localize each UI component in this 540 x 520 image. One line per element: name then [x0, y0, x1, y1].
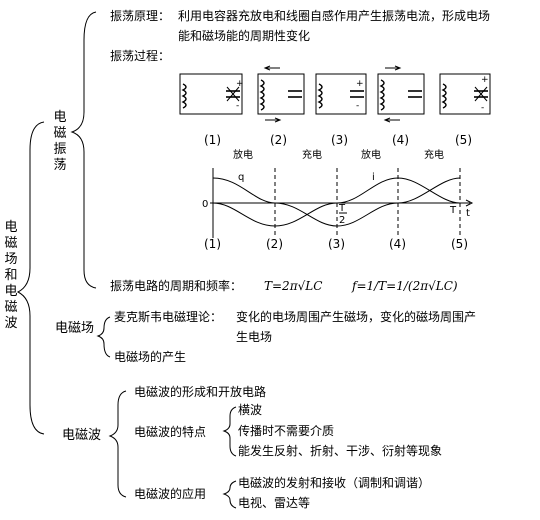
wave-applications-title: 电磁波的应用 [134, 487, 207, 501]
graph-stage-1: (1) [204, 237, 221, 251]
period-formula: T=2π√LC [264, 279, 323, 293]
svg-text:+: + [356, 79, 364, 89]
wave-application-1: 电磁波的发射和接收（调制和调谐） [238, 476, 431, 490]
oscillation-brace [70, 11, 97, 289]
wave-feature-2: 传播时不需要介质 [238, 424, 335, 438]
svg-text:+: + [236, 79, 244, 89]
principle-line-2: 能和磁场能的周期性变化 [178, 29, 311, 43]
i-curve-label: i [372, 172, 375, 183]
principle-label: 振荡原理： [110, 9, 171, 23]
stage-number-4: (4) [392, 133, 409, 147]
svg-text:-: - [236, 101, 239, 111]
graph-stage-5: (5) [451, 237, 468, 251]
main-brace [16, 121, 45, 435]
circuit-4 [377, 65, 425, 123]
period-mark-label: T [450, 205, 457, 216]
maxwell-label: 麦克斯韦电磁理论： [114, 310, 223, 324]
stage-number-3: (3) [331, 133, 348, 147]
oscillation-title: 电磁振荡 [53, 110, 67, 173]
wave-application-2: 电视、雷达等 [238, 496, 311, 510]
graph-stage-2: (2) [266, 237, 283, 251]
circuit-1 [179, 73, 243, 115]
graph-stage-4: (4) [389, 237, 406, 251]
wave-formation: 电磁波的形成和开放电路 [134, 385, 267, 399]
process-label: 振荡过程： [110, 49, 171, 63]
q-curve-label: q [238, 172, 245, 183]
wave-features-title: 电磁波的特点 [134, 425, 207, 439]
time-axis-label: t [466, 208, 470, 219]
circuit-5 [439, 73, 491, 115]
stage-state-1: 放电 [233, 150, 253, 161]
period-frequency-label: 振荡电路的周期和频率： [110, 279, 243, 293]
field-brace [96, 316, 111, 358]
stage-number-2: (2) [270, 133, 287, 147]
maxwell-line-2: 生电场 [236, 330, 273, 344]
feature-brace [222, 406, 237, 457]
svg-text:-: - [481, 103, 484, 113]
circuit-3 [315, 73, 367, 115]
stage-state-2: 充电 [302, 150, 322, 161]
stage-state-3: 放电 [361, 150, 381, 161]
principle-line-1: 利用电容器充放电和线圈自感作用产生振荡电流，形成电场 [178, 9, 491, 23]
half-period-top: T [339, 203, 346, 214]
stage-number-1: (1) [204, 133, 221, 147]
wave-brace [108, 390, 127, 498]
half-period-bottom: 2 [339, 215, 346, 226]
circuit-2 [257, 65, 305, 123]
wave-title: 电磁波 [62, 428, 102, 443]
stage-number-5: (5) [455, 133, 472, 147]
graph-stage-3: (3) [328, 237, 345, 251]
wave-feature-3: 能发生反射、折射、干涉、衍射等现象 [238, 444, 443, 458]
root-title: 电磁场和电磁波 [4, 220, 18, 331]
frequency-formula: f=1/T=1/(2π√LC) [352, 279, 458, 293]
wave-feature-1: 横波 [238, 403, 263, 417]
origin-label: 0 [202, 199, 209, 210]
svg-text:+: + [481, 75, 489, 85]
maxwell-line-1: 变化的电场周围产生磁场，变化的磁场周围产 [236, 310, 477, 324]
field-title: 电磁场 [55, 321, 95, 336]
svg-text:-: - [356, 101, 359, 111]
field-generation: 电磁场的产生 [114, 350, 187, 364]
application-brace [222, 480, 237, 509]
stage-state-4: 充电 [424, 150, 444, 161]
